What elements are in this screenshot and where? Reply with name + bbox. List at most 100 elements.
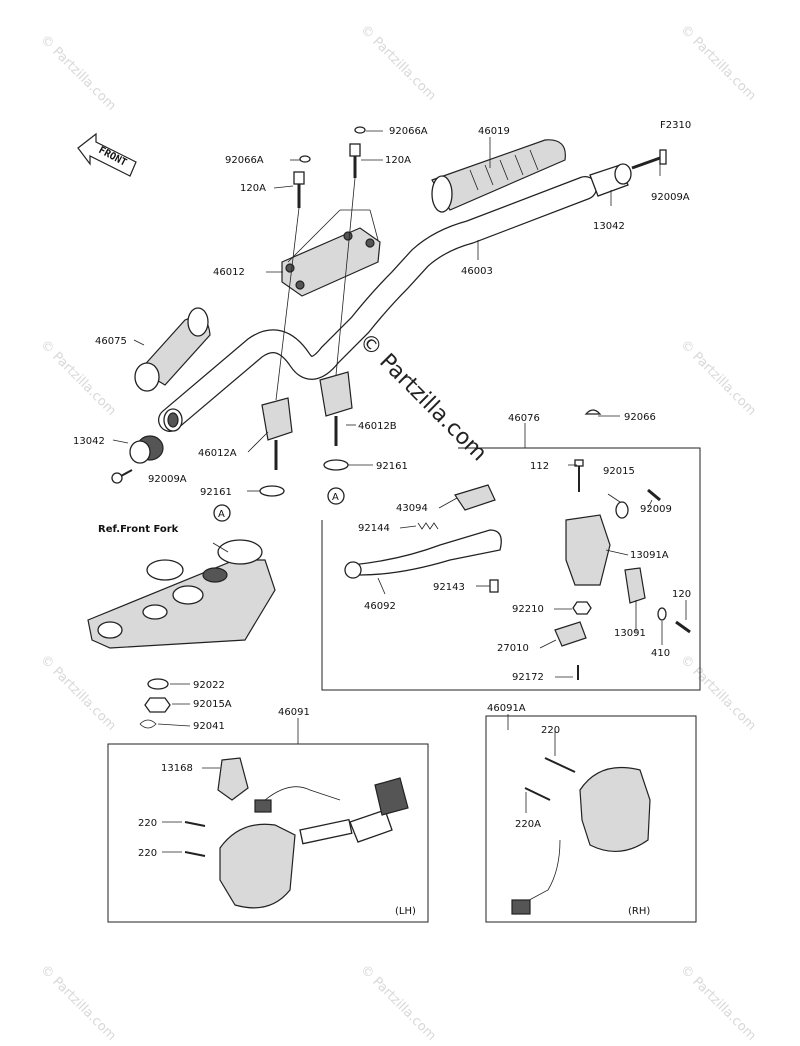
part-label-46012B: 46012B <box>358 421 397 432</box>
part-label-13042: 13042 <box>73 436 105 447</box>
part-label-92015A: 92015A <box>193 699 232 710</box>
part-label-46003: 46003 <box>461 266 493 277</box>
lever-bracket-13091A <box>565 514 611 586</box>
part-label-46091: 46091 <box>278 707 310 718</box>
part-labels: 92066A 92066A 120A 120A 46019 92009A 130… <box>73 126 691 917</box>
watermark: © Partzilla.com <box>677 652 759 734</box>
cap-92066A-right <box>354 126 366 134</box>
bar-end-13042-left <box>129 435 164 464</box>
bar-end-13042-right <box>589 163 632 197</box>
pin-92143 <box>489 579 499 593</box>
screw-220-lh-lower <box>184 851 206 857</box>
bolt-120 <box>675 620 691 634</box>
clamp-13091 <box>624 567 646 604</box>
watermark: © Partzilla.com <box>37 652 119 734</box>
washer-92161-left <box>259 485 285 497</box>
lh-label: (LH) <box>395 906 416 917</box>
part-label-220: 220 <box>138 818 157 829</box>
lh-switch-housing <box>219 777 409 909</box>
fork-top-bracket <box>87 539 276 649</box>
callout-a-top: A <box>327 487 345 505</box>
watermark: © Partzilla.com <box>357 22 439 104</box>
cover-13168 <box>217 757 249 801</box>
spring-92144 <box>417 522 439 530</box>
callout-a-label: A <box>332 492 339 503</box>
part-label-92009A: 92009A <box>651 192 690 203</box>
part-label-13168: 13168 <box>161 763 193 774</box>
center-watermark: © Partzilla.com <box>354 329 492 467</box>
clip-92041 <box>139 719 157 729</box>
part-label-13042: 13042 <box>593 221 625 232</box>
part-label-92172: 92172 <box>512 672 544 683</box>
part-label-92009A: 92009A <box>148 474 187 485</box>
part-label-92144: 92144 <box>358 523 390 534</box>
bolt-120A-left <box>293 171 305 208</box>
part-label-120: 120 <box>672 589 691 600</box>
screw-92009 <box>647 488 661 502</box>
leader-lines <box>112 130 687 853</box>
cap-92066 <box>584 409 602 415</box>
part-label-92066A: 92066A <box>225 155 264 166</box>
part-label-220A: 220A <box>515 819 541 830</box>
part-label-92143: 92143 <box>433 582 465 593</box>
washer-92161-right <box>323 459 349 471</box>
cap-92066A-left <box>299 155 311 163</box>
part-label-46076: 46076 <box>508 413 540 424</box>
part-label-92015: 92015 <box>603 466 635 477</box>
washer-410 <box>657 607 667 621</box>
diagram-code: F2310 <box>660 120 691 131</box>
right-grip-46019 <box>431 139 566 213</box>
rh-switch-housing <box>511 766 651 915</box>
part-label-46012A: 46012A <box>198 448 237 459</box>
part-label-92210: 92210 <box>512 604 544 615</box>
front-arrow: FRONT <box>77 132 137 177</box>
part-label-120A: 120A <box>385 155 411 166</box>
lower-holder-46012B <box>319 371 353 446</box>
part-label-46075: 46075 <box>95 336 127 347</box>
adjuster-43094 <box>454 484 496 511</box>
watermark: © Partzilla.com <box>37 32 119 114</box>
screw-220-lh-upper <box>184 821 206 827</box>
lower-holder-46012A <box>261 397 293 470</box>
switch-27010 <box>554 621 587 647</box>
part-label-43094: 43094 <box>396 503 428 514</box>
nut-92210 <box>572 601 592 615</box>
part-label-120A: 120A <box>240 183 266 194</box>
part-label-92022: 92022 <box>193 680 225 691</box>
watermark: © Partzilla.com <box>677 962 759 1044</box>
screw-92009A-left <box>111 469 133 484</box>
part-label-220: 220 <box>138 848 157 859</box>
watermark: © Partzilla.com <box>677 22 759 104</box>
part-label-13091A: 13091A <box>630 550 669 561</box>
part-label-112: 112 <box>530 461 549 472</box>
callout-a-label: A <box>218 509 225 520</box>
part-label-92009: 92009 <box>640 504 672 515</box>
left-grip-46075 <box>134 307 211 392</box>
part-label-13091: 13091 <box>614 628 646 639</box>
ref-front-fork-label: Ref.Front Fork <box>98 524 179 535</box>
bolt-112 <box>574 459 584 492</box>
part-label-92041: 92041 <box>193 721 225 732</box>
screw-92009A-right <box>631 149 667 170</box>
clutch-lever-46092 <box>344 529 502 579</box>
part-label-410: 410 <box>651 648 670 659</box>
nut-92015 <box>615 501 629 519</box>
part-label-220: 220 <box>541 725 560 736</box>
part-label-92066A: 92066A <box>389 126 428 137</box>
screw-220A <box>524 787 551 801</box>
part-label-46019: 46019 <box>478 126 510 137</box>
lh-switch-box <box>107 743 429 923</box>
part-label-92161: 92161 <box>200 487 232 498</box>
washer-92022 <box>147 678 169 690</box>
assembly-leaders <box>275 177 379 401</box>
screw-220-rh <box>544 757 576 773</box>
watermark: © Partzilla.com <box>37 962 119 1044</box>
handlebar-shape <box>158 176 597 432</box>
callout-a-bottom: A <box>213 504 231 522</box>
part-label-92161: 92161 <box>376 461 408 472</box>
part-label-46092: 46092 <box>364 601 396 612</box>
part-label-46012: 46012 <box>213 267 245 278</box>
part-label-27010: 27010 <box>497 643 529 654</box>
bolt-120A-right <box>349 143 361 178</box>
